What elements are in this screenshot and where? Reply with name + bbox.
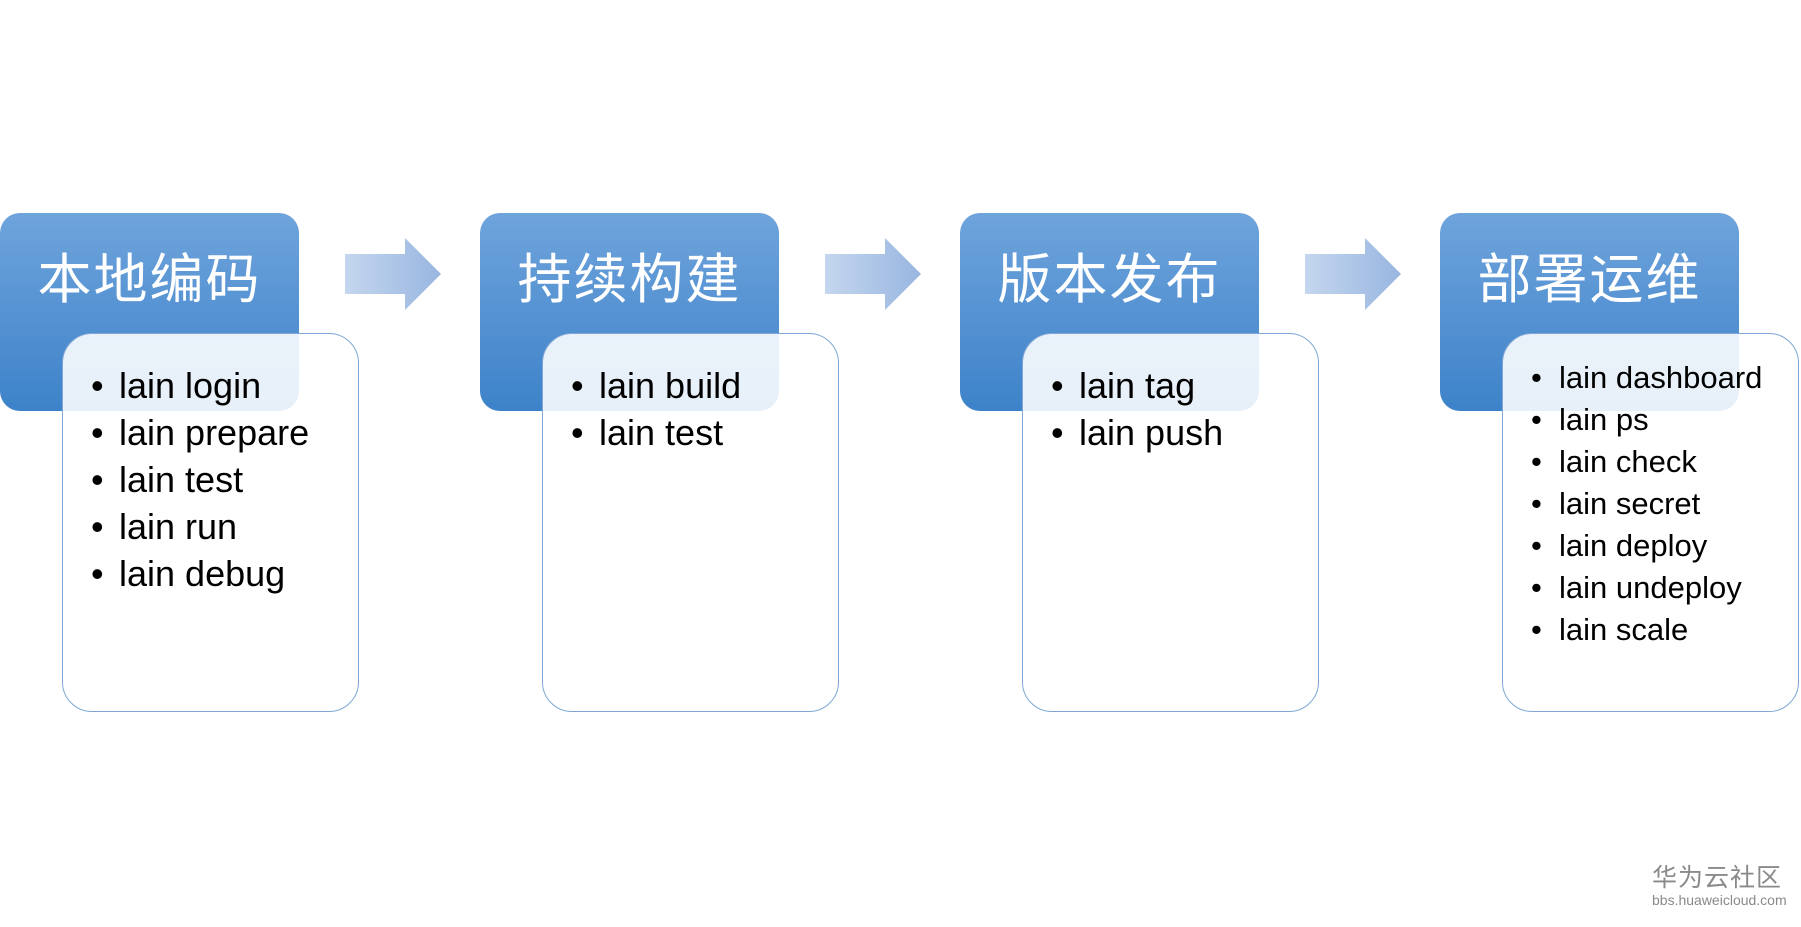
command-item: lain build (571, 362, 838, 409)
stage-command-card: lain buildlain test (542, 333, 839, 712)
stage-title: 版本发布 (997, 248, 1222, 311)
command-item: lain test (91, 456, 358, 503)
command-item: lain secret (1531, 486, 1798, 522)
command-item: lain debug (91, 550, 358, 597)
command-item: lain check (1531, 444, 1798, 480)
stage-title: 本地编码 (37, 248, 262, 311)
command-list: lain taglain push (1023, 334, 1318, 456)
command-item: lain test (571, 409, 838, 456)
command-list: lain loginlain preparelain testlain runl… (63, 334, 358, 597)
right-arrow-icon (825, 238, 921, 310)
command-item: lain deploy (1531, 528, 1798, 564)
command-item: lain push (1051, 409, 1318, 456)
stage-3: 版本发布 lain taglain push (960, 0, 1319, 712)
command-item: lain ps (1531, 402, 1798, 438)
command-item: lain undeploy (1531, 570, 1798, 606)
command-item: lain dashboard (1531, 360, 1798, 396)
right-arrow-icon (345, 238, 441, 310)
stage-1: 本地编码 lain loginlain preparelain testlain… (0, 0, 359, 712)
command-item: lain scale (1531, 612, 1798, 648)
stage-4: 部署运维 lain dashboardlain pslain checklain… (1440, 0, 1799, 712)
stage-command-card: lain dashboard lain ps lain check lain secr… (1502, 333, 1799, 712)
stage-title: 部署运维 (1477, 248, 1702, 311)
right-arrow-icon (1305, 238, 1401, 310)
stage-2: 持续构建 lain buildlain test (480, 0, 839, 712)
watermark-url: bbs.huaweicloud.com (1652, 892, 1787, 908)
watermark-brand: 华为云社区 (1652, 863, 1783, 892)
command-list: lain buildlain test (543, 334, 838, 456)
command-item: lain login (91, 362, 358, 409)
stage-command-card: lain taglain push (1022, 333, 1319, 712)
stage-command-card: lain loginlain preparelain testlain runl… (62, 333, 359, 712)
stage-title: 持续构建 (517, 248, 742, 311)
command-item: lain prepare (91, 409, 358, 456)
watermark: 华为云社区 bbs.huaweicloud.com (1652, 863, 1787, 909)
command-item: lain tag (1051, 362, 1318, 409)
command-list: lain dashboard lain ps lain check lain secr… (1503, 334, 1798, 648)
command-item: lain run (91, 503, 358, 550)
